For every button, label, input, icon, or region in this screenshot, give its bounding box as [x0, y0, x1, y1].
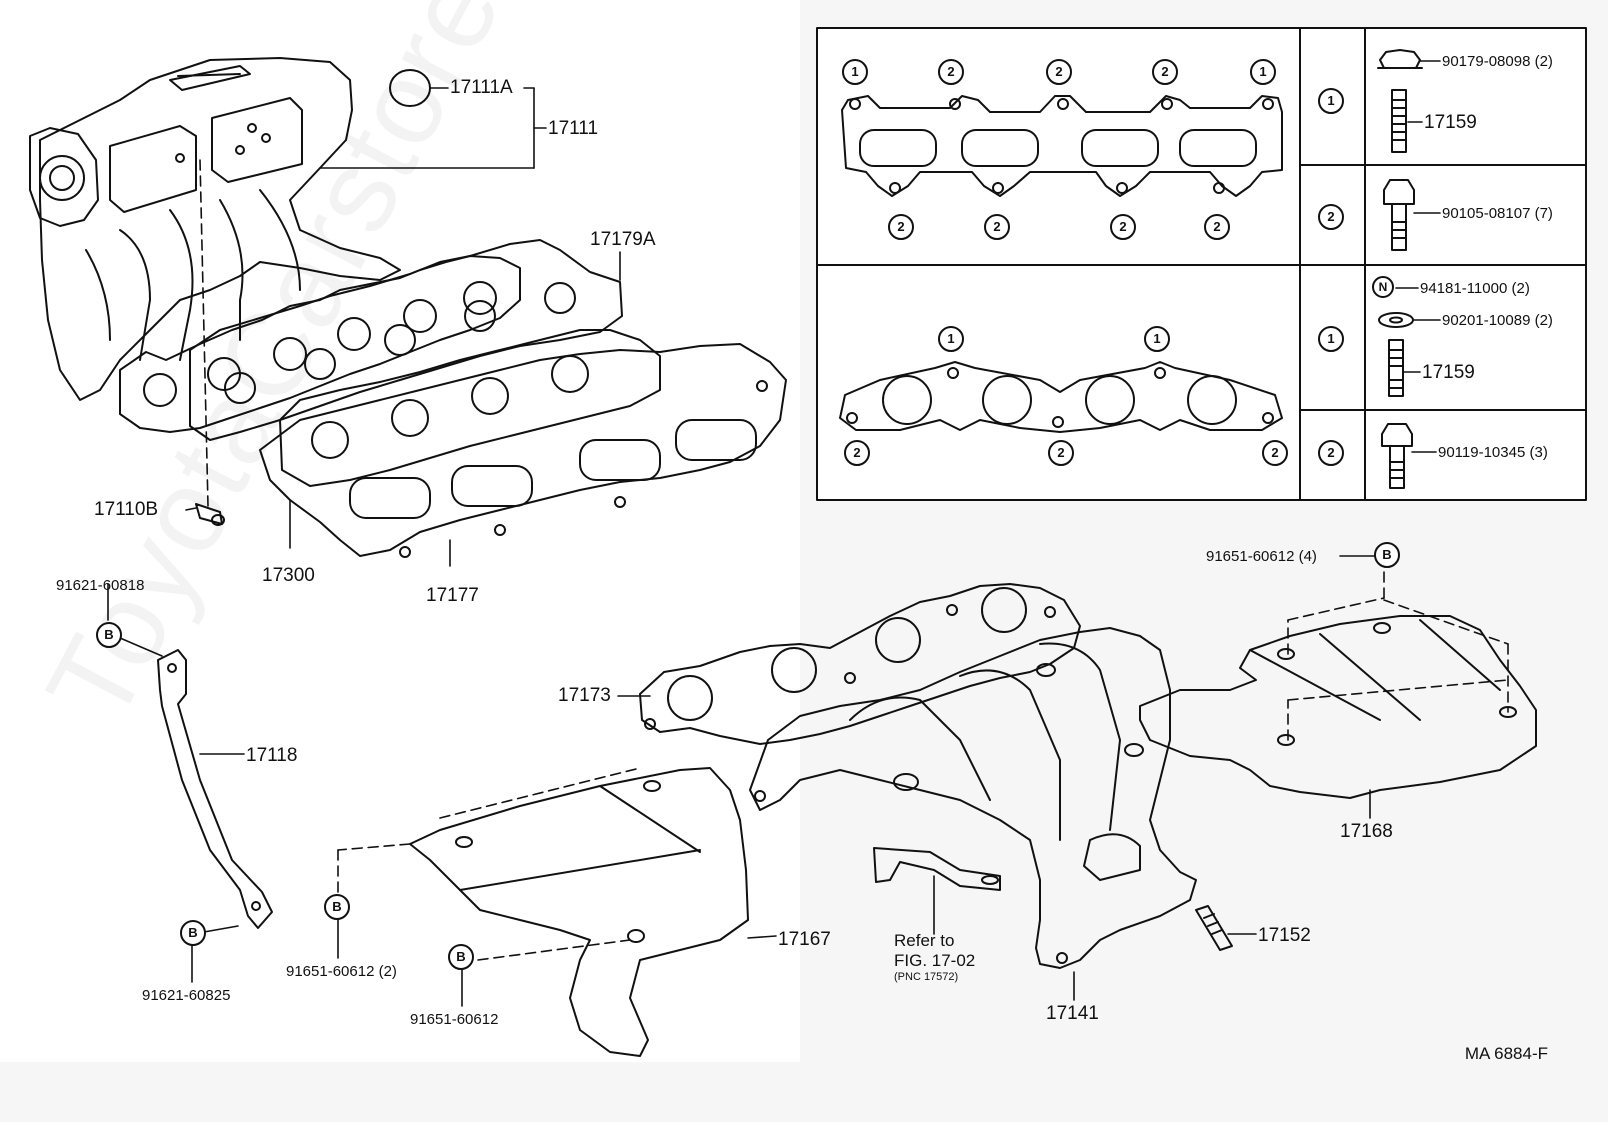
label-refer-pnc: (PNC 17572)	[894, 971, 959, 983]
insulator-dashed-b	[477, 939, 631, 961]
callout-2-top-a: 2	[938, 59, 964, 85]
stud-icon	[1391, 89, 1407, 153]
callout-1-exh-b: 1	[1144, 326, 1170, 352]
label-refer-to: Refer to	[894, 931, 955, 950]
manifold-flange-4	[279, 329, 661, 487]
callout-1-row2: 1	[1318, 326, 1344, 352]
intake-manifold-17111	[29, 57, 401, 401]
callout-2-exh-a: 2	[844, 440, 870, 466]
label-17300: 17300	[262, 565, 315, 586]
intake-gasket-shape	[841, 95, 1283, 197]
quantity: (2)	[1534, 312, 1553, 329]
table-part-90201-10089: 90201-10089 (2)	[1442, 313, 1553, 328]
callout-2-row2: 2	[1318, 440, 1344, 466]
callout-2-bot-c: 2	[1110, 214, 1136, 240]
label-17141: 17141	[1046, 1003, 1099, 1024]
callout-2-top-b: 2	[1046, 59, 1072, 85]
label-17111: 17111	[548, 118, 599, 139]
callout-b-stay-top: B	[96, 622, 122, 648]
callout-2-bot-d: 2	[1204, 214, 1230, 240]
callout-b-insulator-17167-a: B	[324, 894, 350, 920]
label-17168: 17168	[1340, 821, 1393, 842]
callout-2-bot-a: 2	[888, 214, 914, 240]
callout-2-bot-b: 2	[984, 214, 1010, 240]
leader-lines	[107, 87, 1375, 1007]
insulator-17168-dashed	[1287, 569, 1509, 741]
quantity: (2)	[1534, 53, 1553, 70]
quantity: (3)	[1529, 444, 1548, 461]
stud-17152	[1195, 905, 1233, 951]
part-number: 90119-10345	[1438, 444, 1526, 461]
exhaust-gasket-shape	[839, 361, 1283, 433]
callout-1-row1: 1	[1318, 88, 1344, 114]
hex-bolt-icon	[1383, 179, 1415, 251]
label-refer-fig: FIG. 17-02	[894, 951, 976, 970]
diagram-code: MA 6884-F	[1464, 1044, 1548, 1063]
callout-2-exh-b: 2	[1048, 440, 1074, 466]
callout-b-insulator-17168: B	[1374, 542, 1400, 568]
background-shade-bottom	[0, 1062, 1608, 1122]
quantity: (2)	[1511, 280, 1530, 297]
table-part-17159-b: 17159	[1422, 362, 1475, 383]
callout-1-top-a: 1	[842, 59, 868, 85]
label-17111a: 17111A	[450, 77, 513, 98]
stay-17118	[157, 649, 273, 929]
label-17179a: 17179A	[590, 229, 656, 250]
label-17118: 17118	[246, 745, 298, 766]
heat-insulator-17167	[409, 767, 749, 1057]
insulator-dashed-lower	[337, 843, 411, 851]
label-91621-60818: 91621-60818	[56, 577, 145, 594]
insulator-dashed-upper	[439, 767, 641, 819]
label-91651-60612-4: 91651-60612 (4)	[1206, 548, 1317, 565]
label-17167: 17167	[778, 929, 831, 950]
label-17177: 17177	[426, 585, 479, 606]
label-91621-60825: 91621-60825	[142, 987, 231, 1004]
manifold-flange-17179a	[189, 239, 623, 441]
flange-nut-icon	[1377, 49, 1423, 69]
callout-b-insulator-17167-b: B	[448, 944, 474, 970]
pin-17110b	[195, 503, 225, 526]
callout-2-exh-c: 2	[1262, 440, 1288, 466]
part-number: 90201-10089	[1442, 312, 1531, 329]
label-91651-60612: 91651-60612	[410, 1011, 499, 1028]
manifold-flange-17177	[259, 343, 787, 558]
table-part-90119-10345: 90119-10345 (3)	[1438, 445, 1548, 460]
callout-b-stay-bottom: B	[180, 920, 206, 946]
washer-icon	[1378, 312, 1414, 328]
stud-icon-2	[1388, 339, 1404, 397]
table-part-90179-08098: 90179-08098 (2)	[1442, 54, 1553, 69]
gasket-fastener-table	[816, 27, 1587, 501]
part-number: 94181-11000	[1420, 280, 1508, 297]
quantity: (7)	[1534, 205, 1553, 222]
table-part-94181-11000: 94181-11000 (2)	[1420, 281, 1530, 296]
callout-2-top-c: 2	[1152, 59, 1178, 85]
label-17152: 17152	[1258, 925, 1311, 946]
part-number: 90179-08098	[1442, 53, 1531, 70]
part-number: 90105-08107	[1442, 205, 1531, 222]
callout-2-row1: 2	[1318, 204, 1344, 230]
callout-1-exh-a: 1	[938, 326, 964, 352]
pin-dashed-leader	[199, 159, 209, 507]
label-91651-60612-2: 91651-60612 (2)	[286, 963, 397, 980]
table-part-17159-a: 17159	[1424, 112, 1477, 133]
label-17173: 17173	[558, 685, 611, 706]
label-17110b: 17110B	[94, 499, 159, 520]
heat-insulator-17168	[1139, 615, 1537, 799]
table-part-90105-08107: 90105-08107 (7)	[1442, 206, 1553, 221]
table-leaders	[1395, 60, 1441, 453]
callout-1-top-b: 1	[1250, 59, 1276, 85]
exhaust-manifold-17141	[749, 627, 1197, 969]
callout-n: N	[1372, 276, 1394, 298]
hex-bolt-icon-2	[1381, 423, 1413, 489]
